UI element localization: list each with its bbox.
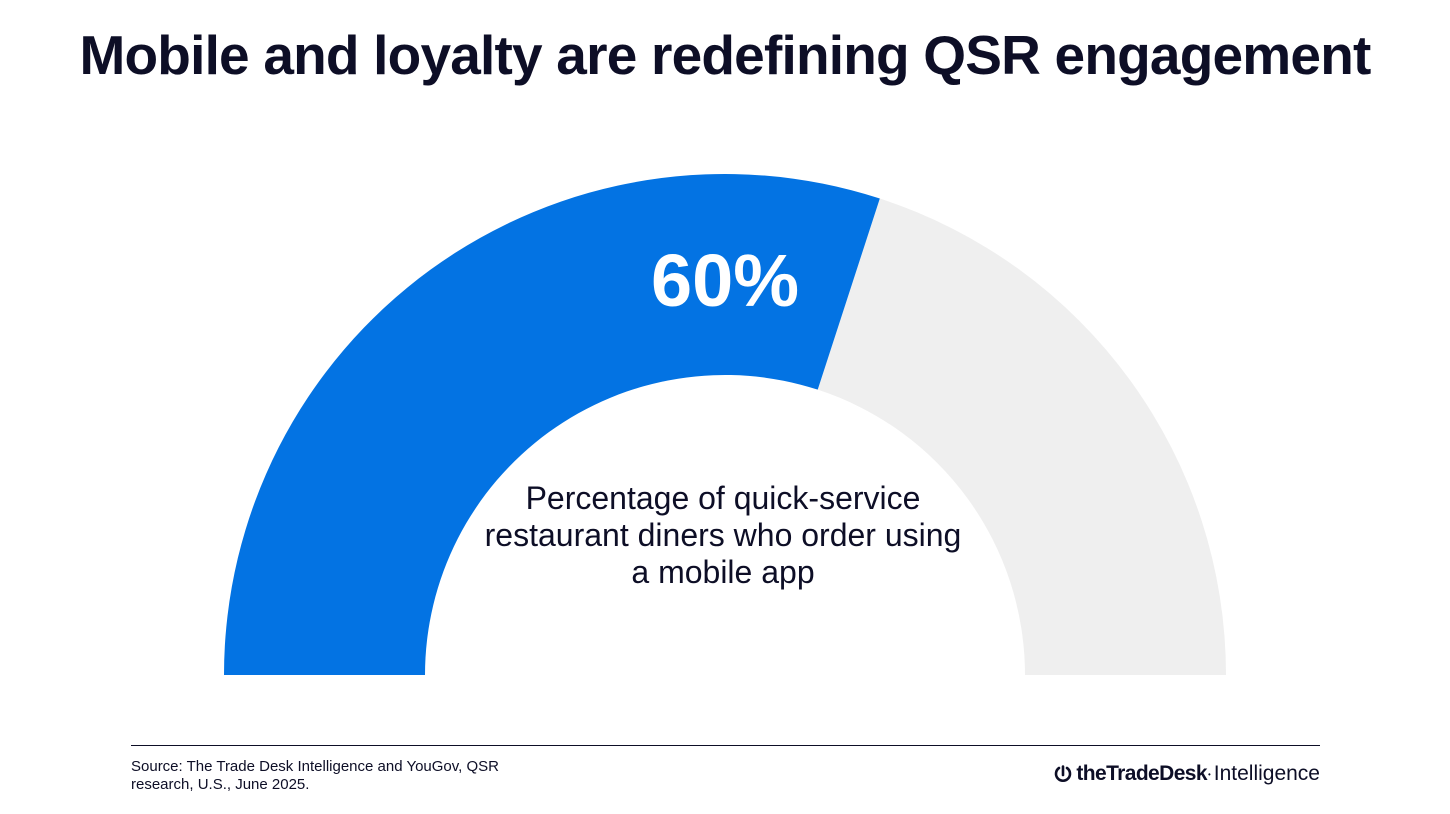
gauge-remaining-arc — [817, 198, 1226, 675]
brand-registered-mark: • — [1207, 769, 1211, 779]
gauge-value-label: 60% — [650, 239, 800, 322]
brand-sub: Intelligence — [1213, 762, 1320, 785]
brand-name: theTradeDesk — [1076, 762, 1207, 785]
trade-desk-logo-icon — [1055, 765, 1072, 782]
footer-divider — [131, 745, 1320, 746]
source-note: Source: The Trade Desk Intelligence and … — [131, 758, 499, 793]
brand-logo: theTradeDesk• Intelligence — [1054, 761, 1320, 787]
gauge-filled-arc — [224, 173, 880, 676]
page-title: Mobile and loyalty are redefining QSR en… — [79, 24, 1371, 86]
gauge-description: Percentage of quick-service restaurant d… — [484, 480, 962, 590]
